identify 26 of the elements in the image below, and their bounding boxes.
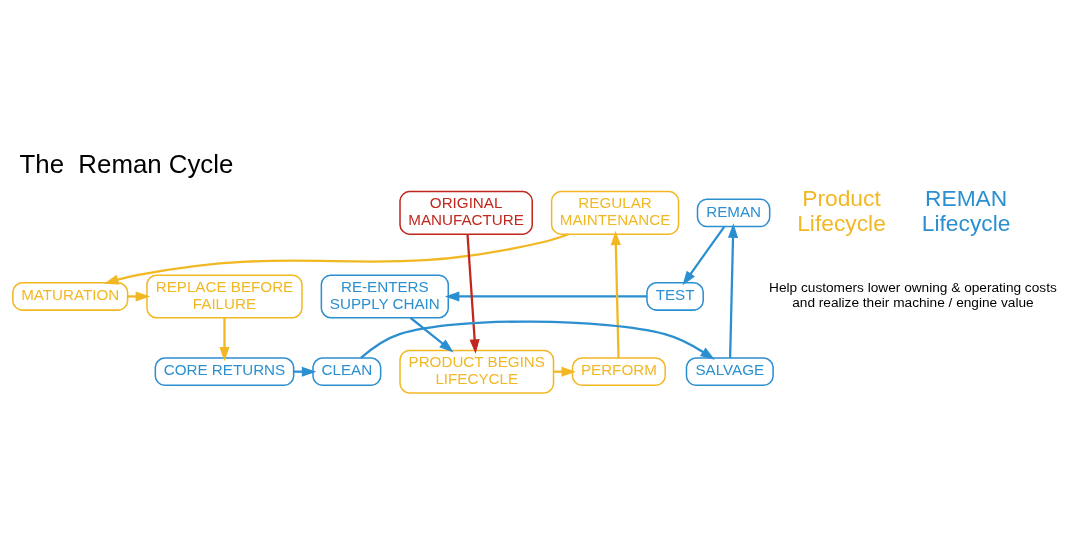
node-box: TEST xyxy=(646,281,704,311)
label: REMAN Lifecycle xyxy=(921,184,1011,236)
label: Product Lifecycle xyxy=(797,184,886,236)
arrow xyxy=(682,225,726,285)
label: Help customers lower owning & operating costs and realize their machine / engine value xyxy=(769,279,1057,310)
arrow xyxy=(444,290,647,301)
node-box: REMAN xyxy=(696,197,771,227)
diagram-title: The Reman Cycle xyxy=(19,149,234,178)
arrow xyxy=(127,290,151,301)
node-box: REPLACE BEFORE FAILURE xyxy=(146,273,303,318)
node-box: ORIGINAL MANUFACTURE xyxy=(399,190,533,235)
arrow xyxy=(360,320,715,360)
node-box: PERFORM xyxy=(571,356,666,386)
node-box: PRODUCT BEGINS LIFECYCLE xyxy=(399,349,555,394)
node-box: MATURATION xyxy=(12,281,129,311)
node-box: CORE RETURNS xyxy=(154,356,295,386)
arrow xyxy=(104,232,569,285)
arrow xyxy=(727,222,739,358)
arrow xyxy=(219,317,230,361)
arrow xyxy=(466,233,480,354)
node-box: CLEAN xyxy=(312,356,382,386)
node-box: REGULAR MAINTENANCE xyxy=(550,190,680,235)
node-box: SALVAGE xyxy=(685,356,774,386)
arrow xyxy=(610,230,621,358)
arrow xyxy=(409,316,454,352)
node-box: RE-ENTERS SUPPLY CHAIN xyxy=(320,273,449,318)
